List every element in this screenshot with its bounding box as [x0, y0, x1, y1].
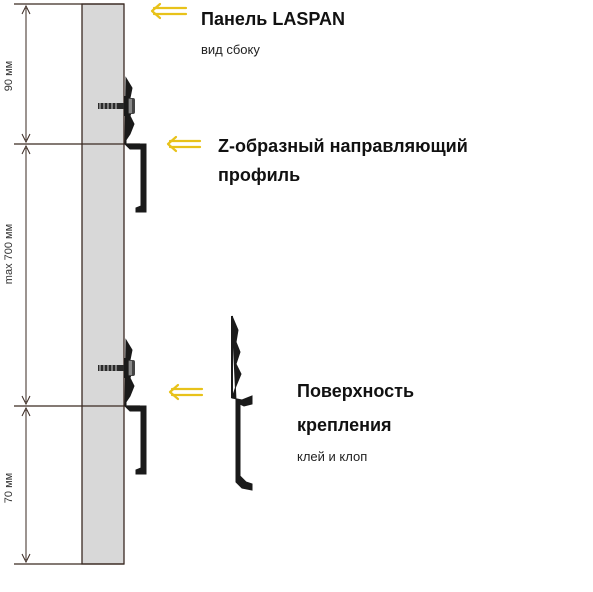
panel-body: [81, 3, 125, 565]
dimension-middle-label: max 700 мм: [3, 224, 15, 284]
profile-title-line1: Z-образный направляющий: [218, 136, 468, 156]
z-profile-detail: [231, 315, 253, 491]
z-profile-lower: [124, 338, 147, 475]
panel-subtitle: вид сбоку: [201, 42, 260, 57]
dimension-bottom: [21, 406, 31, 564]
arrow-left-icon-profile: [166, 135, 202, 153]
arrow-left-icon-panel: [150, 2, 188, 20]
profile-title-line2: профиль: [218, 165, 300, 185]
dimension-top: [21, 4, 31, 144]
dimension-bottom-label: 70 мм: [3, 473, 15, 503]
z-profile-upper: [124, 76, 147, 213]
arrow-left-icon-surface: [168, 383, 204, 401]
surface-subtitle: клей и клоп: [297, 449, 367, 464]
surface-title-line2: крепления: [297, 415, 392, 435]
dimension-top-label: 90 мм: [3, 61, 15, 91]
screw-icon-upper: [98, 96, 135, 116]
surface-title-line1: Поверхность: [297, 381, 414, 401]
panel-title: Панель LASPAN: [201, 9, 345, 29]
screw-icon-lower: [98, 358, 135, 378]
dimension-middle: [21, 144, 31, 406]
